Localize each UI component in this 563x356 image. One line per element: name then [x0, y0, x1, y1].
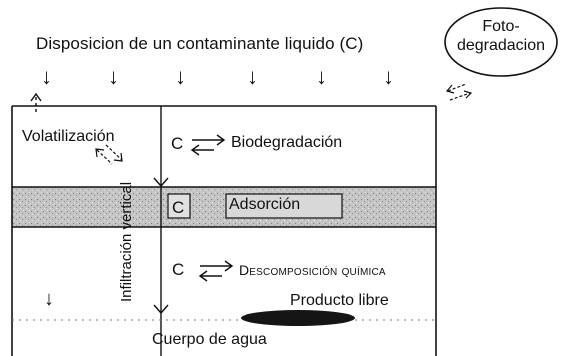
- producto-libre-label: Producto libre: [290, 292, 389, 309]
- contaminant-symbol: C: [172, 260, 185, 279]
- down-arrow-icon: ↓: [316, 64, 327, 89]
- exchange-arrows-icon: [95, 144, 123, 165]
- down-arrow-icon: ↓: [175, 64, 186, 89]
- adsorcion-label: Adsorción: [229, 196, 301, 213]
- fotodegradacion-bubble: Foto- degradacion: [442, 4, 560, 80]
- diagram-title: Disposicion de un contaminante liquido (…: [36, 34, 364, 53]
- adsorcion-box: [225, 193, 343, 219]
- down-arrow-icon: ↓: [44, 288, 54, 310]
- down-arrow-icon: ↓: [383, 64, 394, 89]
- producto-libre-lens: [241, 310, 355, 326]
- reversible-reaction-icon: [190, 134, 226, 156]
- descomposicion-label: Descomposición química: [239, 262, 386, 278]
- biodegradacion-label: Biodegradación: [231, 134, 343, 151]
- cuerpo-de-agua-label: Cuerpo de agua: [152, 331, 267, 348]
- down-arrow-icon: ↓: [41, 64, 52, 89]
- exchange-arrows-icon: [445, 83, 473, 101]
- down-arrow-icon: ↓: [108, 64, 119, 89]
- volatilization-arrowhead-icon: [30, 92, 42, 102]
- adsorcion-band: [12, 187, 436, 227]
- fotodegradacion-line1: Foto-: [482, 18, 520, 35]
- contaminant-symbol: C: [172, 198, 185, 217]
- ellipse-shape: [444, 7, 558, 77]
- down-arrow-icon: ↓: [247, 64, 258, 89]
- fotodegradacion-line2: degradacion: [456, 37, 546, 54]
- reversible-reaction-icon: [198, 260, 234, 282]
- infiltration-arrowhead-icon: [153, 304, 169, 315]
- infiltracion-label: Infiltración vertical: [118, 181, 135, 302]
- infiltration-arrowhead-icon: [153, 177, 169, 188]
- c-symbol-box: [167, 193, 191, 219]
- volatilizacion-label: Volatilización: [22, 128, 115, 145]
- fotodegradacion-label: Foto- degradacion: [442, 17, 560, 55]
- contaminant-symbol: C: [171, 134, 184, 153]
